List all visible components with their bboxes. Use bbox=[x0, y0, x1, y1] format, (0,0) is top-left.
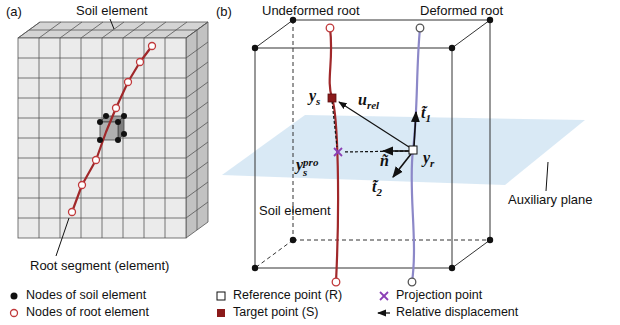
cube-nodes bbox=[252, 17, 493, 271]
legend-text: Target point (S) bbox=[233, 305, 318, 320]
legend-sample bbox=[217, 292, 225, 300]
legend-text: Reference point (R) bbox=[233, 288, 342, 303]
legend-text: Relative displacement bbox=[396, 305, 518, 320]
reference-point bbox=[409, 146, 417, 154]
math-symbol: t̃1 bbox=[421, 105, 431, 122]
math-symbol: urel bbox=[358, 92, 379, 109]
target-point bbox=[328, 94, 336, 102]
math-symbol: yr bbox=[423, 150, 434, 167]
soil-element-cube bbox=[255, 20, 490, 268]
math-symbol: ñ bbox=[380, 153, 389, 169]
part-label: Soil element bbox=[76, 3, 148, 18]
legend-sample bbox=[11, 310, 18, 317]
soil-block bbox=[18, 22, 208, 238]
legend-sample bbox=[217, 309, 225, 317]
part-label: Deformed root bbox=[420, 3, 503, 18]
panel-label: (a) bbox=[6, 4, 22, 19]
math-symbol: t̃2 bbox=[372, 179, 382, 196]
legend-sample bbox=[378, 313, 390, 314]
root-nodes bbox=[69, 43, 156, 216]
legend-text: Nodes of root element bbox=[26, 305, 149, 320]
projection-point bbox=[334, 148, 342, 156]
math-symbol: ys bbox=[309, 88, 320, 105]
legend-sample bbox=[11, 293, 18, 300]
legend-text: Nodes of soil element bbox=[26, 288, 146, 303]
root-segment bbox=[72, 46, 152, 212]
part-label: Auxiliary plane bbox=[508, 192, 593, 207]
part-label: Undeformed root bbox=[262, 3, 360, 18]
leader-line bbox=[56, 218, 69, 256]
leader-line bbox=[546, 162, 548, 191]
legend-text: Projection point bbox=[396, 288, 482, 303]
vectors bbox=[332, 101, 416, 177]
auxiliary-plane bbox=[222, 115, 585, 185]
part-label: Soil element bbox=[259, 203, 331, 218]
math-symbol: yspro bbox=[296, 157, 318, 177]
soil-nodes bbox=[97, 113, 127, 143]
leader-line bbox=[110, 19, 114, 29]
deformed-root bbox=[412, 28, 420, 282]
part-label: Root segment (element) bbox=[30, 258, 169, 273]
legend-sample bbox=[380, 292, 388, 300]
root-nodes bbox=[326, 24, 424, 286]
panel-label: (b) bbox=[216, 4, 232, 19]
